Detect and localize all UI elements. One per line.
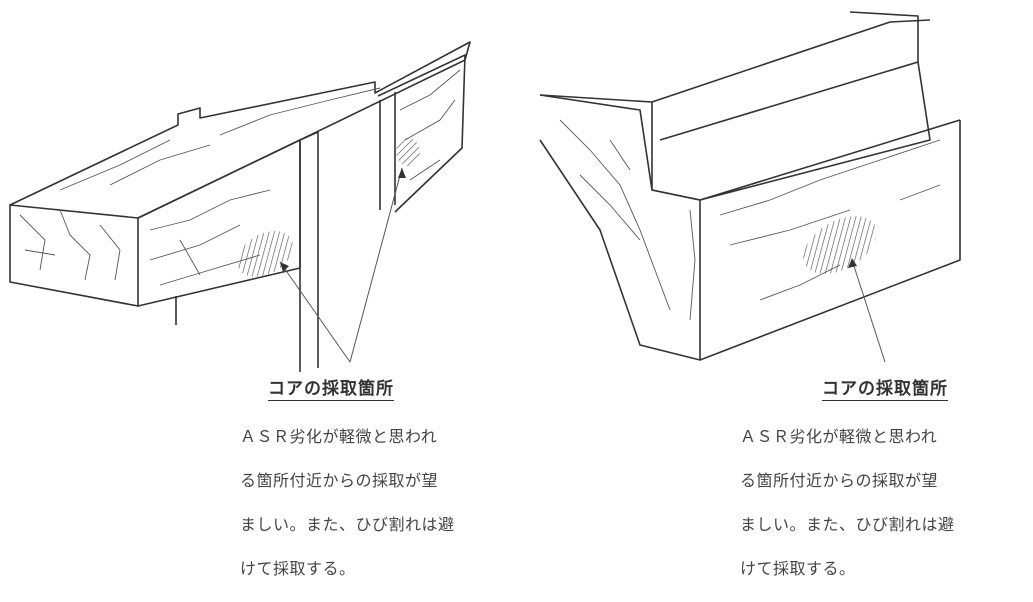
callout-line: る箇所付近からの採取が望 — [240, 471, 439, 490]
crack-line — [559, 119, 671, 311]
callout-right: コアの採取箇所 ＡＳＲ劣化が軽微と思われ る箇所付近からの採取が望 ましい。また… — [740, 374, 1033, 602]
callout-left: コアの採取箇所 ＡＳＲ劣化が軽微と思われ る箇所付近からの採取が望 ましい。また… — [240, 374, 540, 602]
crack-line — [719, 139, 941, 301]
beam-side-face — [137, 139, 301, 307]
diagram-stage: コアの採取箇所 ＡＳＲ劣化が軽微と思われ る箇所付近からの採取が望 ましい。また… — [9, 11, 961, 578]
core-area-hatch — [237, 231, 293, 277]
parapet-top — [651, 11, 931, 141]
arrow-head — [848, 258, 857, 268]
arrow-head — [280, 262, 289, 272]
callout-line: ＡＳＲ劣化が軽微と思われ — [240, 427, 438, 446]
core-area-hatch — [803, 216, 877, 274]
callout-body: ＡＳＲ劣化が軽微と思われ る箇所付近からの採取が望 ましい。また、ひび割れは避 … — [740, 404, 1033, 602]
crack-line — [149, 189, 271, 286]
wing-wall-top — [539, 94, 653, 103]
core-area-hatch-bracket — [396, 138, 420, 166]
leader-line — [279, 261, 351, 363]
callout-line: けて採取する。 — [740, 559, 856, 578]
crack-line — [19, 209, 121, 281]
left-pier-cap-drawing — [9, 41, 471, 372]
arrow-head — [398, 168, 406, 178]
bracket-outline — [377, 54, 466, 213]
leader-line — [851, 259, 886, 363]
callout-line: ＡＳＲ劣化が軽微と思われ — [740, 427, 938, 446]
wing-wall — [539, 94, 701, 361]
abutment-front — [699, 120, 961, 361]
parapet-face — [651, 61, 931, 201]
abutment-top — [651, 119, 961, 201]
leader-line — [349, 167, 403, 363]
column-outline — [299, 92, 396, 372]
callout-line: けて採取する。 — [240, 559, 356, 578]
callout-title: コアの採取箇所 — [822, 374, 948, 401]
callout-line: ましい。また、ひび割れは避 — [740, 515, 955, 534]
callout-title: コアの採取箇所 — [268, 374, 394, 401]
crack-line — [399, 69, 461, 181]
callout-line: る箇所付近からの採取が望 — [740, 471, 939, 490]
crack-line — [59, 87, 381, 191]
crack-line — [689, 209, 696, 321]
callout-line: ましい。また、ひび割れは避 — [240, 515, 455, 534]
callout-body: ＡＳＲ劣化が軽微と思われ る箇所付近からの採取が望 ましい。また、ひび割れは避 … — [240, 404, 540, 602]
beam-top-face — [9, 41, 471, 219]
